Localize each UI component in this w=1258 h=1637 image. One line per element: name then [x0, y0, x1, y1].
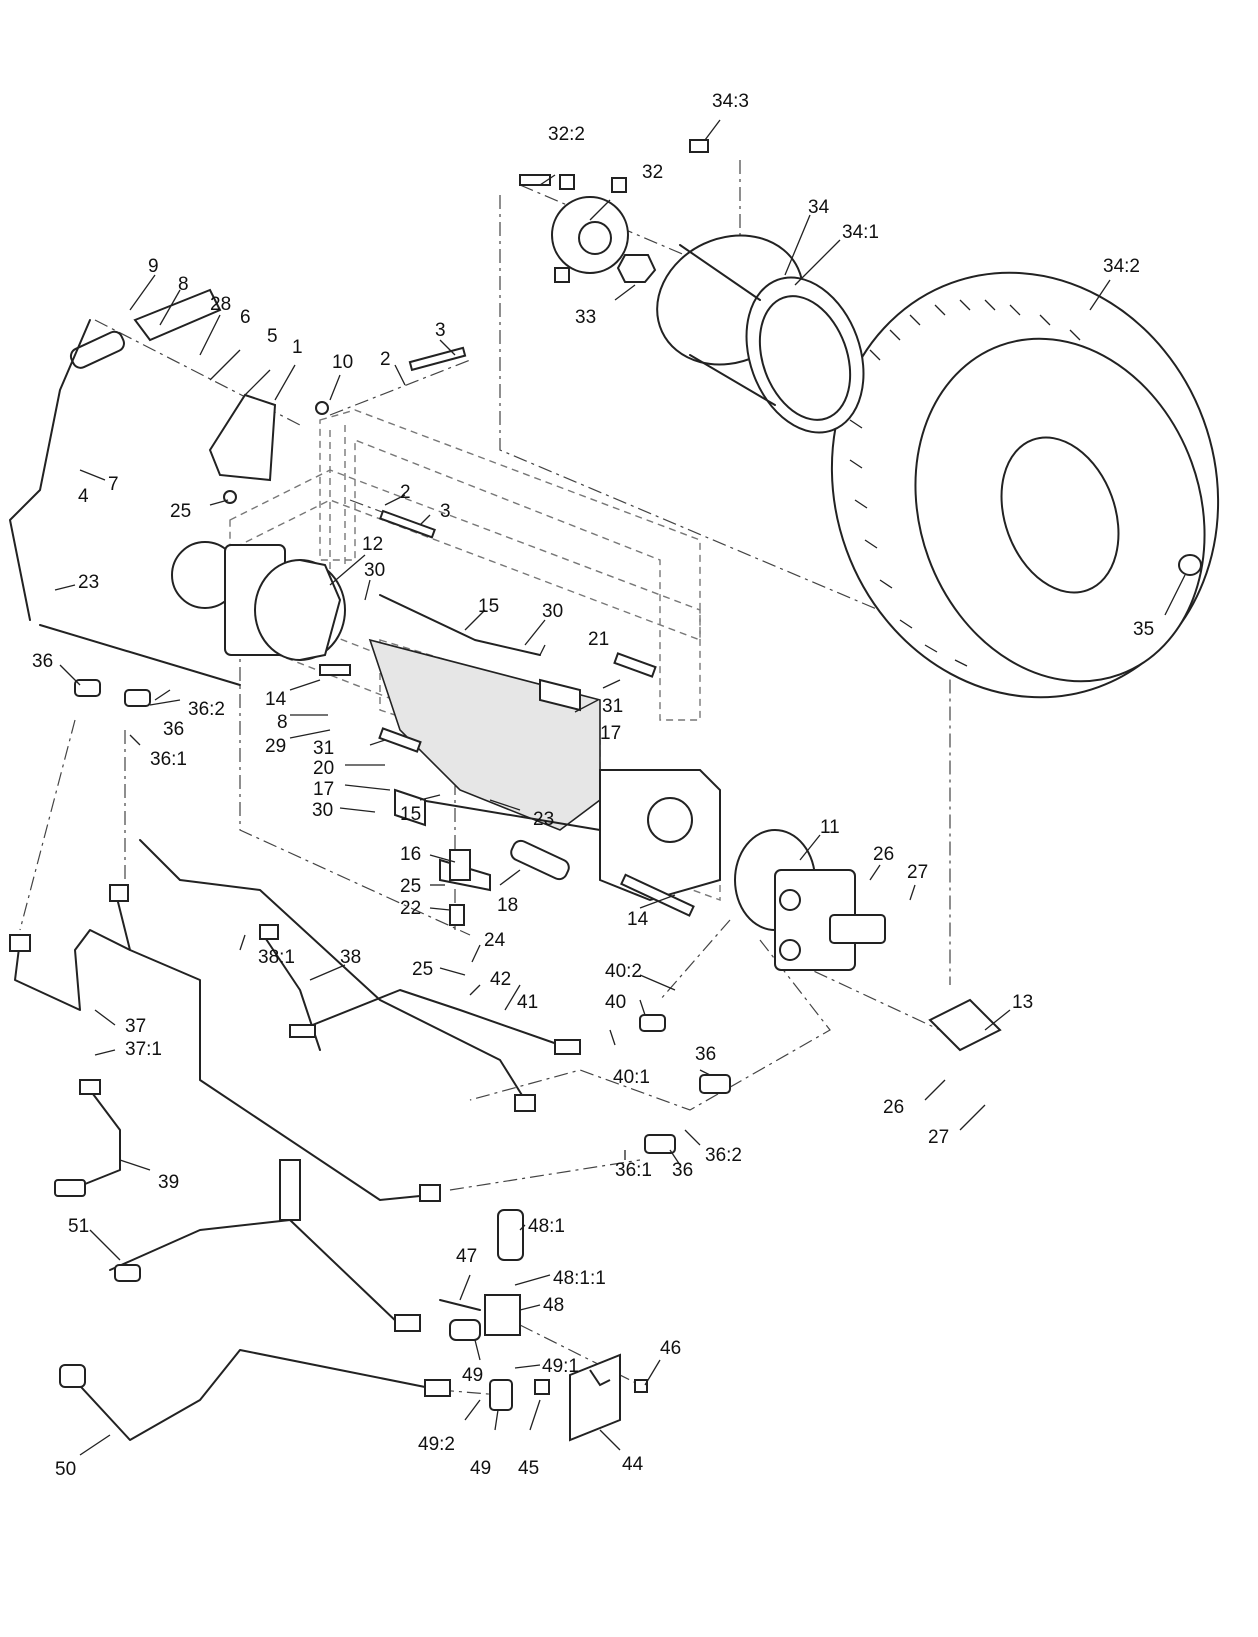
wheel-hub — [551, 174, 629, 283]
valve-manifold — [279, 1159, 648, 1442]
callout-36c: 36 — [695, 1044, 716, 1065]
callout-45: 45 — [518, 1458, 539, 1479]
callout-36_1: 36:1 — [150, 749, 187, 770]
callout-7: 7 — [108, 474, 119, 495]
leader-lines — [54, 119, 1186, 1456]
callout-9: 9 — [148, 256, 159, 277]
callout-15: 15 — [478, 596, 499, 617]
callout-18: 18 — [497, 895, 518, 916]
callout-4: 4 — [78, 486, 89, 507]
callout-17b: 17 — [313, 779, 334, 800]
callout-48_1_1: 48:1:1 — [553, 1268, 606, 1289]
callout-40_2: 40:2 — [605, 961, 642, 982]
callout-38_1: 38:1 — [258, 947, 295, 968]
callout-32_2: 32:2 — [548, 124, 585, 145]
callout-3b: 3 — [440, 501, 451, 522]
callout-40_1: 40:1 — [613, 1067, 650, 1088]
callout-31: 31 — [602, 696, 623, 717]
callout-12: 12 — [362, 534, 383, 555]
brake-linkage — [9, 288, 601, 831]
callout-16: 16 — [400, 844, 421, 865]
callout-34_2: 34:2 — [1103, 256, 1140, 277]
callout-21: 21 — [588, 629, 609, 650]
callout-20: 20 — [313, 758, 334, 779]
callout-34: 34 — [808, 197, 830, 218]
callout-33: 33 — [575, 307, 596, 328]
callout-27: 27 — [907, 862, 928, 883]
callout-51: 51 — [68, 1216, 89, 1237]
callout-49_2: 49:2 — [418, 1434, 455, 1455]
callout-44: 44 — [622, 1454, 644, 1475]
callout-2b: 2 — [400, 482, 411, 503]
callout-49: 49 — [462, 1365, 483, 1386]
lug-bolts — [519, 139, 1202, 576]
hose-fittings — [9, 679, 731, 1411]
callout-37: 37 — [125, 1016, 146, 1037]
callout-6: 6 — [240, 307, 251, 328]
callout-36b: 36 — [163, 719, 184, 740]
callout-8b: 8 — [277, 712, 288, 733]
springs — [378, 652, 657, 881]
callout-25b: 25 — [400, 876, 421, 897]
callout-2: 2 — [380, 349, 391, 370]
callout-8: 8 — [178, 274, 189, 295]
wheel-rim — [656, 234, 865, 434]
callout-40: 40 — [605, 992, 626, 1013]
callout-34_1: 34:1 — [842, 222, 879, 243]
callout-35: 35 — [1133, 619, 1154, 640]
callout-26: 26 — [873, 844, 894, 865]
callout-23b: 23 — [533, 809, 554, 830]
callout-37_1: 37:1 — [125, 1039, 162, 1060]
callout-29: 29 — [265, 736, 286, 757]
callout-30: 30 — [364, 560, 385, 581]
callout-14b: 14 — [627, 909, 649, 930]
callout-30b: 30 — [542, 601, 563, 622]
callout-27b: 27 — [928, 1127, 949, 1148]
callout-1: 1 — [292, 337, 303, 358]
callout-14: 14 — [265, 689, 287, 710]
callout-labels: 9 8 28 6 5 1 10 2 3 7 4 25 2 3 12 23 30 … — [32, 91, 1154, 1480]
callout-22: 22 — [400, 898, 421, 919]
callout-36_2b: 36:2 — [705, 1145, 742, 1166]
callout-49b: 49 — [470, 1458, 491, 1479]
hub-nut — [616, 254, 657, 283]
callout-26b: 26 — [883, 1097, 904, 1118]
callout-36: 36 — [32, 651, 53, 672]
callout-34_3: 34:3 — [712, 91, 749, 112]
callout-48_1: 48:1 — [528, 1216, 565, 1237]
callout-28: 28 — [210, 294, 231, 315]
callout-36_1b: 36:1 — [615, 1160, 652, 1181]
callout-47: 47 — [456, 1246, 477, 1267]
callout-32: 32 — [642, 162, 663, 183]
callout-50: 50 — [55, 1459, 76, 1480]
callout-39: 39 — [158, 1172, 179, 1193]
callout-36_2: 36:2 — [188, 699, 225, 720]
callout-3: 3 — [435, 320, 446, 341]
wheel-motor-left — [171, 541, 346, 661]
callout-41: 41 — [517, 992, 538, 1013]
callout-24: 24 — [484, 930, 506, 951]
rear-tire — [830, 271, 1220, 699]
callout-25c: 25 — [412, 959, 433, 980]
callout-42: 42 — [490, 969, 511, 990]
callout-30c: 30 — [312, 800, 333, 821]
callout-23: 23 — [78, 572, 99, 593]
callout-38: 38 — [340, 947, 361, 968]
wheel-motor-right — [734, 829, 886, 971]
callout-15b: 15 — [400, 804, 421, 825]
callout-48: 48 — [543, 1295, 564, 1316]
callout-5: 5 — [267, 326, 278, 347]
hydraulic-tubes — [14, 839, 561, 1441]
callout-25: 25 — [170, 501, 191, 522]
callout-13: 13 — [1012, 992, 1033, 1013]
callout-49_1: 49:1 — [542, 1356, 579, 1377]
callout-46: 46 — [660, 1338, 681, 1359]
callout-17: 17 — [600, 723, 621, 744]
callout-31b: 31 — [313, 738, 334, 759]
callout-11: 11 — [820, 817, 840, 838]
callout-36d: 36 — [672, 1160, 693, 1181]
callout-10: 10 — [332, 352, 353, 373]
